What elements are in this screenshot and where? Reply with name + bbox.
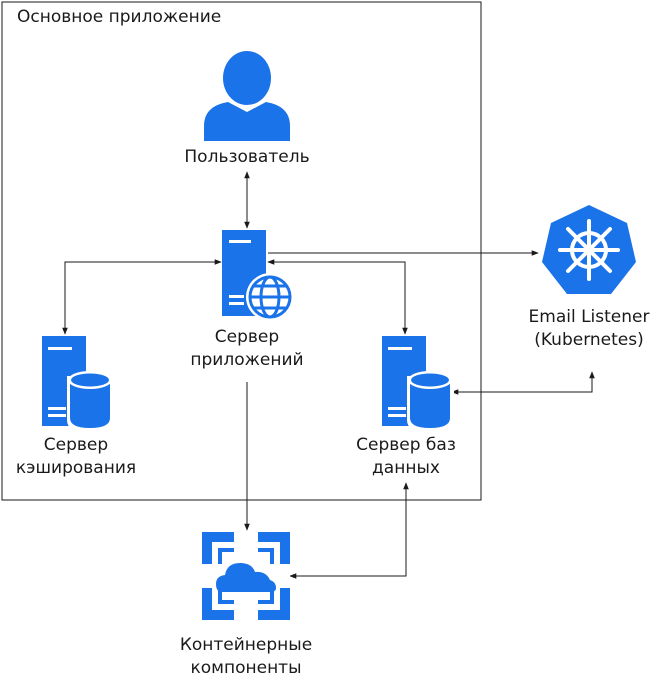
connector-app-cache — [62, 259, 222, 335]
containers-label: Контейнерные компоненты — [146, 634, 346, 680]
db-server-label-line1: Сервер баз — [356, 435, 456, 455]
user-icon — [204, 51, 290, 141]
main-app-container — [1, 1, 482, 501]
kubernetes-icon — [542, 205, 636, 294]
user-label: Пользователь — [147, 146, 347, 169]
container-title: Основное приложение — [17, 7, 222, 27]
cache-server-label-line2: кэширования — [15, 458, 137, 478]
connector-db-containers — [289, 482, 409, 579]
connector-app-db — [267, 259, 408, 335]
db-server-label: Сервер баз данных — [306, 434, 506, 480]
email-listener-label-line1: Email Listener — [528, 307, 650, 327]
connector-db-email — [451, 371, 595, 395]
connectors — [62, 171, 595, 579]
database-server-icon — [42, 336, 114, 433]
app-server-label-line1: Сервер — [214, 327, 280, 347]
containers-label-line1: Контейнерные — [179, 635, 313, 655]
app-server-label-line2: приложений — [190, 350, 304, 370]
web-server-icon — [222, 230, 294, 321]
email-listener-label: Email Listener (Kubernetes) — [489, 306, 665, 352]
cache-server-label-line1: Сервер — [43, 435, 109, 455]
database-server-icon — [382, 336, 454, 433]
container-cloud-icon — [202, 532, 290, 620]
email-listener-label-line2: (Kubernetes) — [534, 330, 644, 350]
app-server-label: Сервер приложений — [147, 326, 347, 372]
db-server-label-line2: данных — [372, 458, 440, 478]
containers-label-line2: компоненты — [190, 658, 302, 678]
cache-server-label: Сервер кэширования — [0, 434, 176, 480]
user-label-text: Пользователь — [184, 147, 310, 167]
